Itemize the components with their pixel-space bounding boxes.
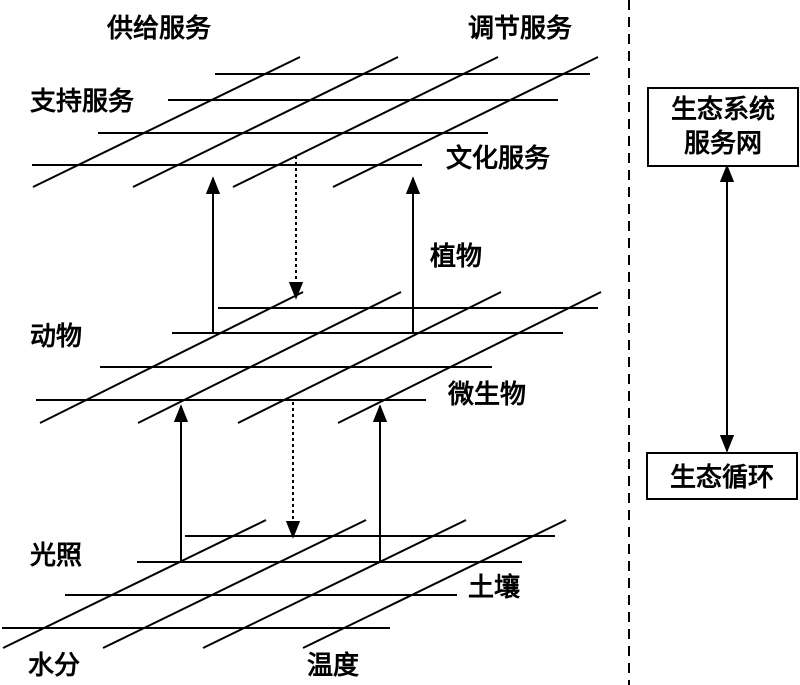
label-supply-services: 供给服务 — [107, 14, 212, 44]
label-regulating-services: 调节服务 — [468, 14, 573, 44]
label-plants: 植物 — [430, 242, 483, 272]
label-animals: 动物 — [30, 322, 83, 352]
label-support-services: 支持服务 — [30, 87, 135, 117]
middle-to-top-arrows — [205, 156, 421, 333]
bottom-to-middle-arrows — [173, 402, 388, 562]
bottom-grid-horizontal — [2, 535, 555, 629]
label-light: 光照 — [30, 541, 83, 571]
middle-grid-diagonal — [39, 291, 602, 424]
label-soil: 土壤 — [468, 573, 521, 603]
middle-grid-horizontal — [36, 307, 598, 401]
label-cultural-services: 文化服务 — [446, 144, 551, 174]
ecological-cycle-box: 生态循环 — [646, 452, 798, 500]
label-water: 水分 — [28, 651, 81, 681]
network-line2: 服务网 — [683, 128, 762, 159]
label-microorganisms: 微生物 — [448, 380, 527, 410]
network-line1: 生态系统 — [670, 95, 775, 125]
top-grid-diagonal — [32, 56, 599, 188]
ecosystem-service-network-box: 生态系统 服务网 — [647, 87, 799, 167]
cycle-label: 生态循环 — [669, 463, 774, 493]
bottom-grid-diagonal — [2, 519, 567, 649]
top-grid-horizontal — [32, 73, 590, 166]
label-temperature: 温度 — [307, 651, 360, 681]
